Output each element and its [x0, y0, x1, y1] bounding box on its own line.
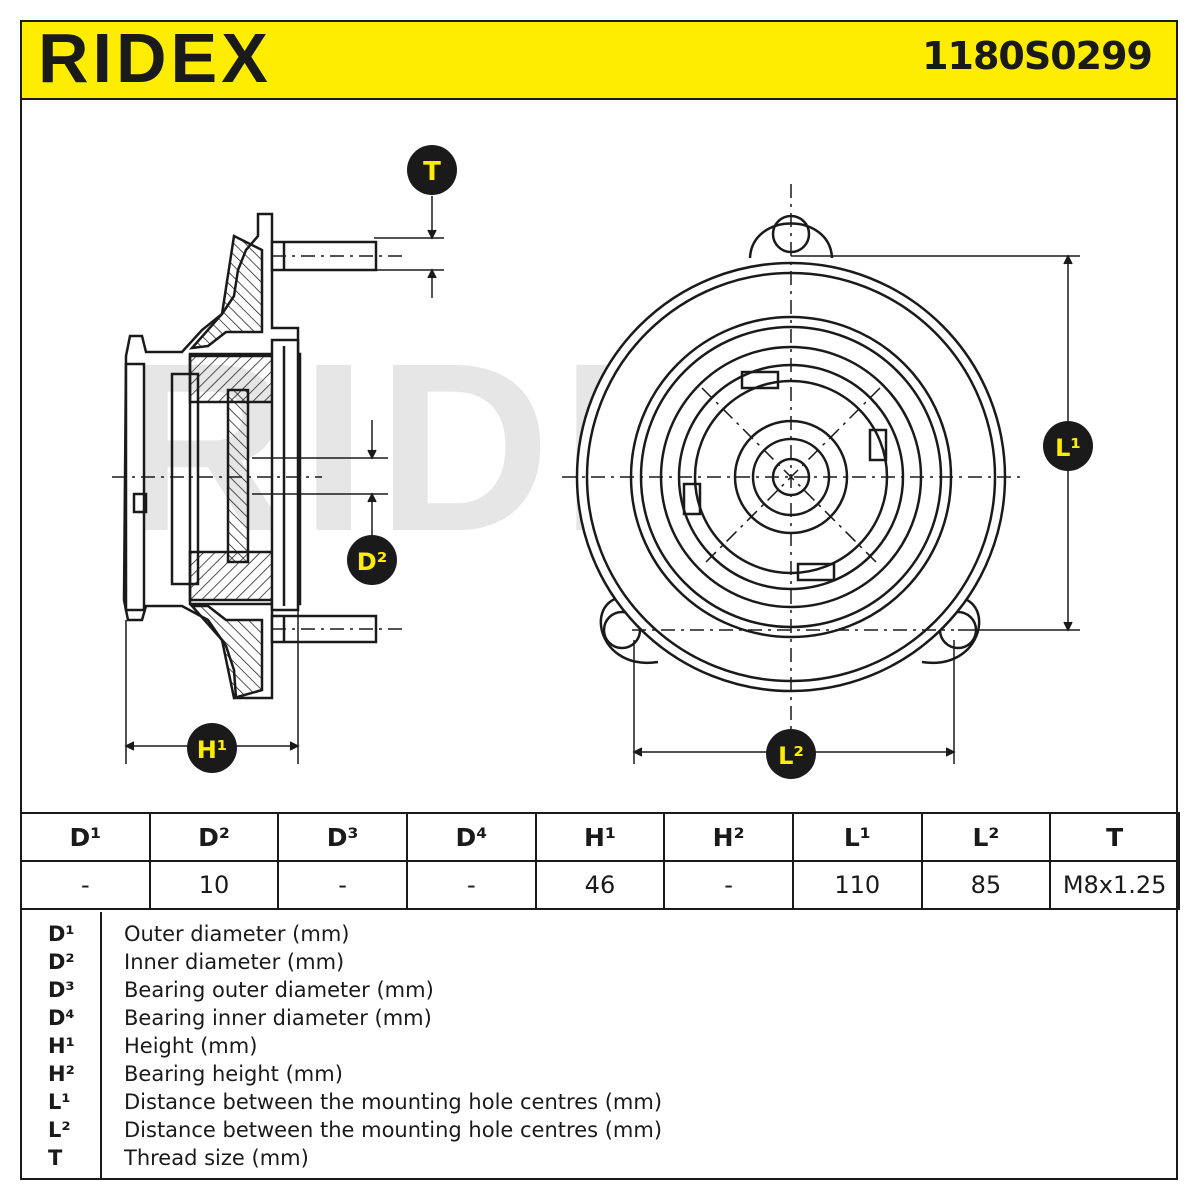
label-l1: L¹ — [1055, 434, 1081, 462]
legend-description: Distance between the mounting hole centr… — [124, 1118, 663, 1142]
spec-header: D⁴ — [405, 812, 537, 862]
spec-header: D³ — [277, 812, 408, 862]
legend-divider — [100, 912, 102, 1180]
legend-symbol: D³ — [48, 978, 75, 1002]
legend-item: D¹ Outer diameter (mm) — [20, 922, 1120, 950]
legend-description: Outer diameter (mm) — [124, 922, 350, 946]
spec-header: D² — [148, 812, 280, 862]
spec-header: D¹ — [20, 812, 151, 862]
spec-header-row: D¹ D² D³ D⁴ H¹ H² L¹ L² T — [20, 812, 1180, 862]
legend-item: D² Inner diameter (mm) — [20, 950, 1120, 978]
legend-item: L¹ Distance between the mounting hole ce… — [20, 1090, 1120, 1118]
label-badge-h1 — [187, 723, 237, 773]
label-d2: D² — [357, 548, 387, 576]
label-h1: H¹ — [197, 736, 228, 764]
legend: D¹ Outer diameter (mm) D² Inner diameter… — [20, 912, 1180, 1180]
legend-symbol: D² — [48, 950, 75, 974]
legend-item: H¹ Height (mm) — [20, 1034, 1120, 1062]
d2-dimension — [252, 420, 388, 536]
spec-value: - — [663, 860, 794, 910]
legend-description: Bearing inner diameter (mm) — [124, 1006, 432, 1030]
spec-header: H¹ — [534, 812, 666, 862]
label-badge-t — [407, 145, 457, 195]
spec-value: - — [20, 860, 151, 910]
legend-symbol: T — [48, 1146, 63, 1170]
spec-header: H² — [663, 812, 794, 862]
label-badge-l1 — [1043, 421, 1093, 471]
legend-symbol: H² — [48, 1062, 75, 1086]
legend-item: D³ Bearing outer diameter (mm) — [20, 978, 1120, 1006]
legend-symbol: H¹ — [48, 1034, 75, 1058]
spec-value: M8x1.25 — [1049, 860, 1180, 910]
legend-description: Height (mm) — [124, 1034, 258, 1058]
legend-description: Distance between the mounting hole centr… — [124, 1090, 663, 1114]
legend-description: Thread size (mm) — [124, 1146, 309, 1170]
legend-symbol: D⁴ — [48, 1006, 75, 1030]
spec-header: L¹ — [791, 812, 923, 862]
front-center-lines — [562, 184, 1022, 740]
part-number: 1180S0299 — [922, 34, 1153, 78]
brand-text: RIDEX — [38, 22, 272, 88]
spec-header: T — [1049, 812, 1180, 862]
label-t: T — [423, 157, 441, 187]
spec-value: 46 — [534, 860, 666, 910]
technical-drawing: RIDEX T — [112, 145, 1093, 779]
legend-description: Bearing outer diameter (mm) — [124, 978, 434, 1002]
legend-symbol: D¹ — [48, 922, 75, 946]
spec-value-row: - 10 - - 46 - 110 85 M8x1.25 — [20, 860, 1180, 910]
label-badge-l2 — [766, 729, 816, 779]
legend-symbol: L¹ — [48, 1090, 71, 1114]
legend-item: D⁴ Bearing inner diameter (mm) — [20, 1006, 1120, 1034]
t-dimension — [374, 196, 444, 298]
ridex-logo: RIDEX — [38, 22, 272, 88]
spec-value: 10 — [148, 860, 280, 910]
hub-side-section — [112, 212, 402, 700]
legend-description: Bearing height (mm) — [124, 1062, 343, 1086]
spec-value: - — [277, 860, 408, 910]
spec-header: L² — [920, 812, 1052, 862]
legend-description: Inner diameter (mm) — [124, 950, 345, 974]
spec-value: 110 — [791, 860, 923, 910]
legend-symbol: L² — [48, 1118, 71, 1142]
label-l2: L² — [778, 742, 804, 770]
label-badge-d2 — [347, 535, 397, 585]
legend-item: H² Bearing height (mm) — [20, 1062, 1120, 1090]
spec-value: - — [405, 860, 537, 910]
legend-item: T Thread size (mm) — [20, 1146, 1120, 1174]
header-bar — [20, 20, 1178, 100]
legend-item: L² Distance between the mounting hole ce… — [20, 1118, 1120, 1146]
spec-table: D¹ D² D³ D⁴ H¹ H² L¹ L² T - 10 - - 46 - … — [20, 812, 1180, 910]
spec-value: 85 — [920, 860, 1052, 910]
